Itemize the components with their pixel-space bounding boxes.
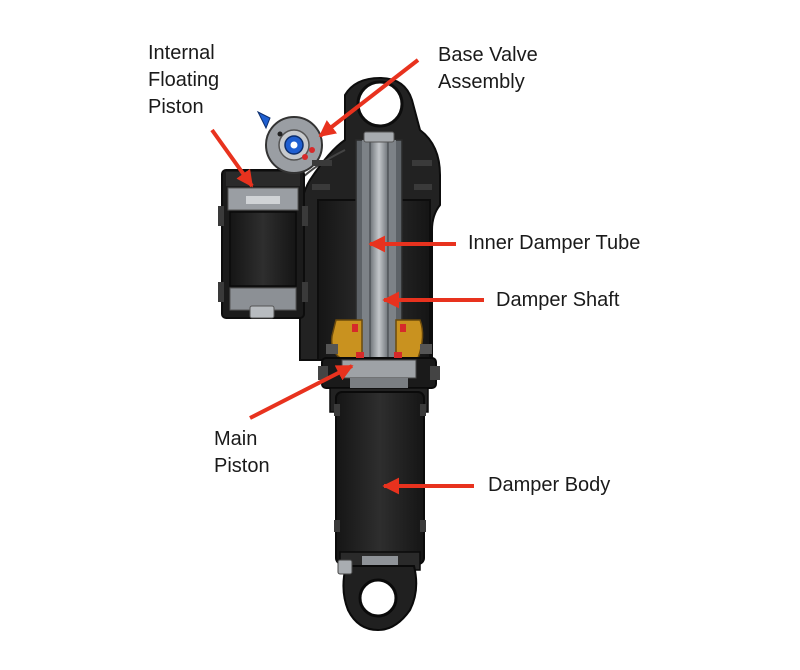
label-internal-floating-piston: Internal Floating Piston xyxy=(148,42,220,118)
label-main-piston: Main Piston xyxy=(214,428,270,477)
arrow-main-piston xyxy=(249,364,354,420)
arrow-base-valve-assembly xyxy=(318,58,420,138)
label-damper-body: Damper Body xyxy=(488,474,611,496)
base-valve-knob xyxy=(256,110,323,174)
reservoir xyxy=(218,169,308,319)
seal-head xyxy=(326,319,432,359)
label-base-valve-assembly: Base Valve Assembly xyxy=(438,44,538,93)
arrow-internal-floating-piston xyxy=(210,128,254,188)
main-piston-drawing xyxy=(341,352,417,388)
annotation-arrows xyxy=(210,58,484,495)
damper-shaft-drawing xyxy=(363,131,395,387)
damper-body-drawing xyxy=(334,391,426,571)
label-damper-shaft: Damper Shaft xyxy=(496,289,620,311)
bottom-eyelet xyxy=(337,559,418,632)
label-inner-damper-tube: Inner Damper Tube xyxy=(468,232,641,254)
